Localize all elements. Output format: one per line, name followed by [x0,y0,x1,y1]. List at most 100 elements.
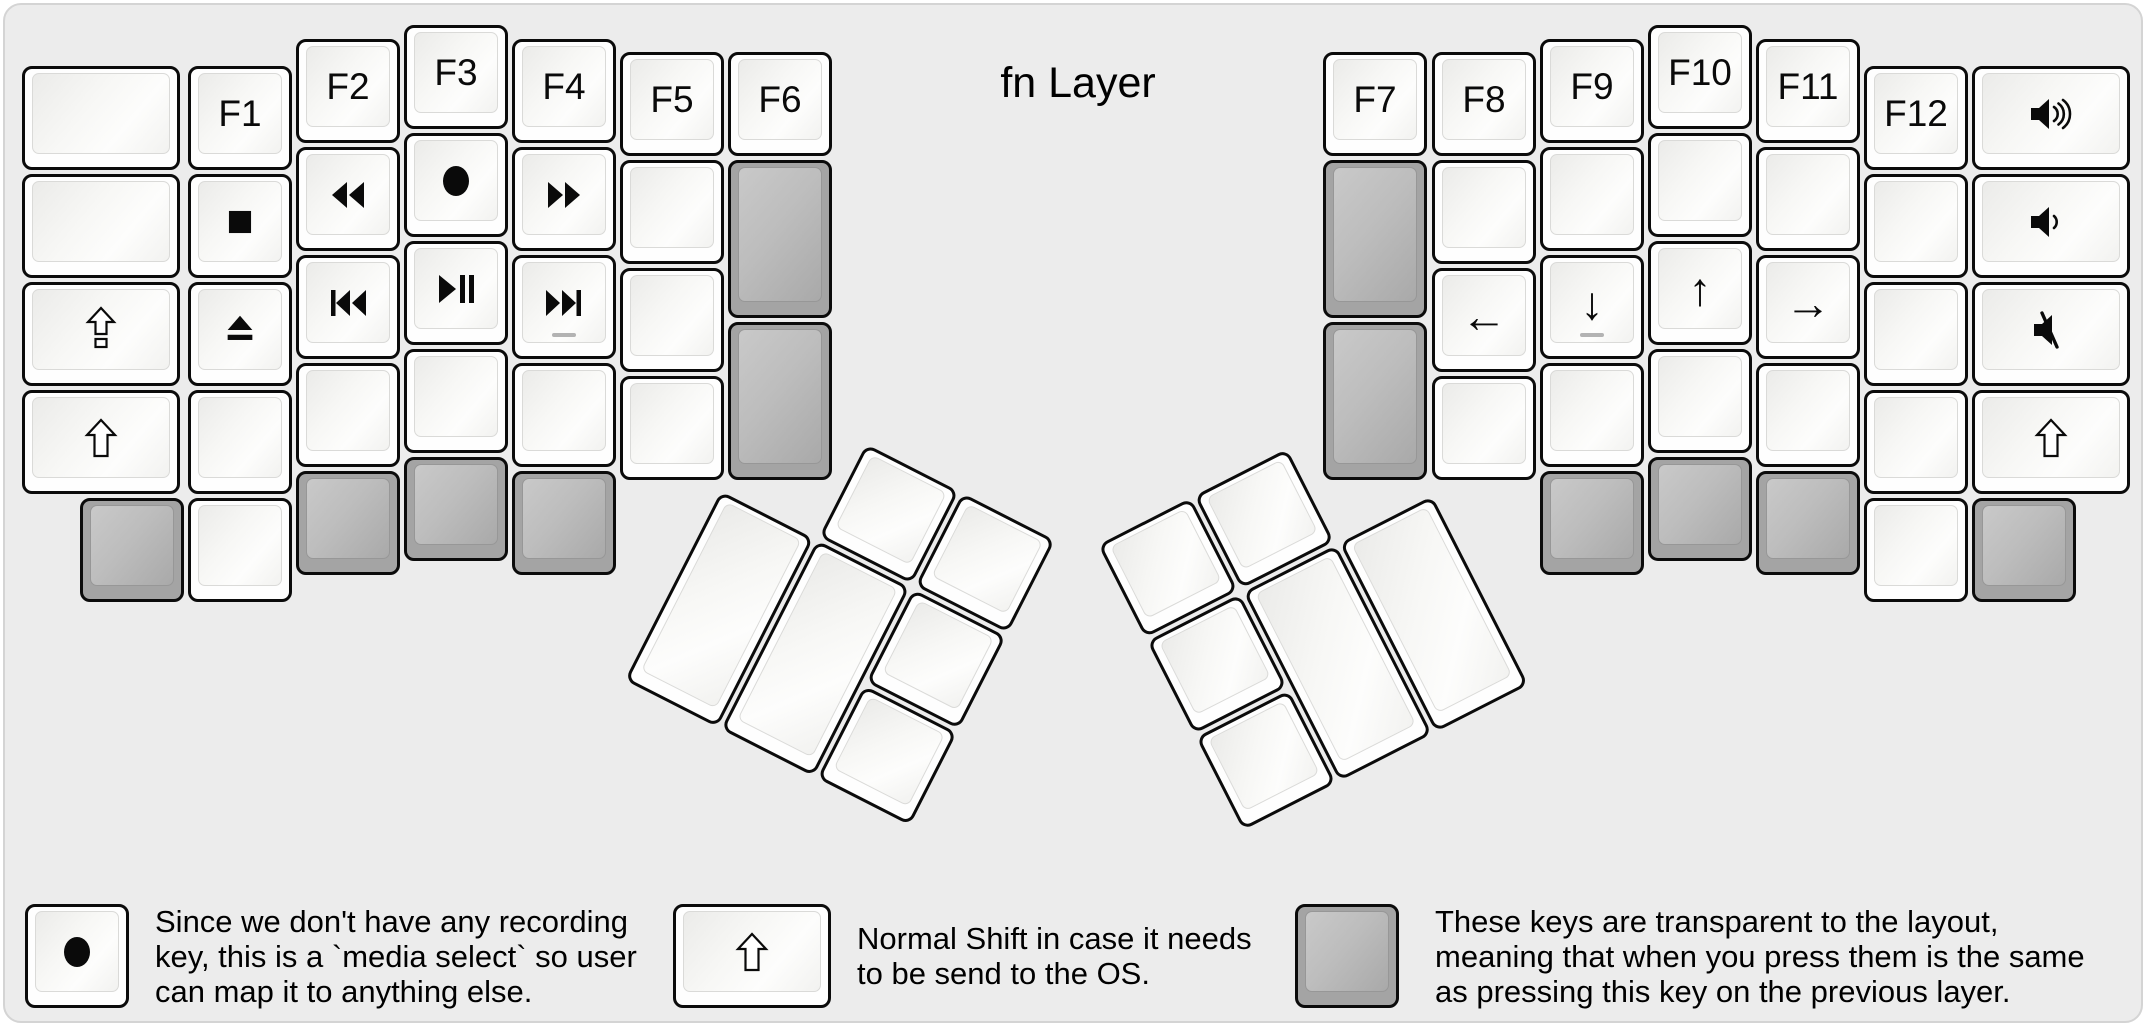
key-blank[interactable] [1540,363,1644,467]
key-label: F8 [1462,79,1506,120]
key-caps-lock[interactable] [22,282,180,386]
keycap-surface [738,167,822,302]
key-f3[interactable]: F3 [404,25,508,129]
key-transparent[interactable] [1648,457,1752,561]
key-eject[interactable] [188,282,292,386]
legend-text-legend-transparent: These keys are transparent to the layout… [1435,903,2085,1009]
key-next-track[interactable] [512,255,616,359]
key-f2[interactable]: F2 [296,39,400,143]
key-blank[interactable] [620,376,724,480]
key-transparent[interactable] [728,160,832,318]
keycap-surface [1442,383,1526,464]
key-arrow-left[interactable]: ← [1432,268,1536,372]
rewind-icon [332,181,364,208]
key-blank[interactable] [1864,390,1968,494]
legend-key-legend-transparent [1295,904,1399,1008]
key-transparent[interactable] [1756,471,1860,575]
key-transparent[interactable] [728,322,832,480]
key-f12[interactable]: F12 [1864,66,1968,170]
key-transparent[interactable] [1972,498,2076,602]
key-transparent[interactable] [80,498,184,602]
keycap-surface: ↑ [1658,248,1742,329]
key-blank[interactable] [404,349,508,453]
key-blank[interactable] [296,363,400,467]
key-blank[interactable] [620,160,724,264]
keycap-surface [198,397,282,478]
legend-text-legend-shift: Normal Shift in case it needs to be send… [857,921,1252,991]
keycap-surface [198,289,282,370]
key-rewind[interactable] [296,147,400,251]
key-blank[interactable] [1432,160,1536,264]
key-blank[interactable] [1864,282,1968,386]
key-transparent[interactable] [1540,471,1644,575]
key-f4[interactable]: F4 [512,39,616,143]
key-volume-up[interactable] [1972,66,2130,170]
keycap-surface [1442,167,1526,248]
key-arrow-down[interactable]: ↓ [1540,255,1644,359]
key-mute[interactable] [1972,282,2130,386]
keycap-surface [1874,505,1958,586]
key-blank[interactable] [1864,498,1968,602]
key-blank[interactable] [620,268,724,372]
volume-down-icon [2031,206,2058,237]
key-transparent[interactable] [296,471,400,575]
key-transparent[interactable] [1323,160,1427,318]
key-transparent[interactable] [404,457,508,561]
key-arrow-right[interactable]: → [1756,255,1860,359]
key-f10[interactable]: F10 [1648,25,1752,129]
keycap-surface [630,275,714,356]
key-f1[interactable]: F1 [188,66,292,170]
keycap-surface [90,505,174,586]
key-blank[interactable] [22,66,180,170]
key-f6[interactable]: F6 [728,52,832,156]
key-prev-track[interactable] [296,255,400,359]
key-transparent[interactable] [512,471,616,575]
key-f5[interactable]: F5 [620,52,724,156]
key-blank[interactable] [1648,349,1752,453]
homing-dash [1580,333,1604,337]
keycap-surface [306,478,390,559]
keycap-surface [1766,370,1850,451]
key-shift-right[interactable] [1972,390,2130,494]
key-f11[interactable]: F11 [1756,39,1860,143]
key-blank[interactable] [1864,174,1968,278]
key-blank[interactable] [188,390,292,494]
key-blank[interactable] [22,174,180,278]
keycap-surface [198,505,282,586]
key-blank[interactable] [1648,133,1752,237]
keycap-surface: F11 [1766,46,1850,127]
key-blank[interactable] [512,363,616,467]
key-play-pause[interactable] [404,241,508,345]
key-blank[interactable] [1432,376,1536,480]
keycap-surface [1982,505,2066,586]
key-shift-left[interactable] [22,390,180,494]
key-label: → [1785,276,1831,329]
key-label: F10 [1668,52,1732,93]
key-f8[interactable]: F8 [1432,52,1536,156]
keycap-surface [1333,329,1417,464]
key-blank[interactable] [188,498,292,602]
keycap-surface: F9 [1550,46,1634,127]
key-f7[interactable]: F7 [1323,52,1427,156]
shift-icon [2034,417,2068,457]
next-track-icon [546,289,581,316]
keycap-surface [414,248,498,329]
key-f9[interactable]: F9 [1540,39,1644,143]
keycap-surface [1658,140,1742,221]
key-arrow-up[interactable]: ↑ [1648,241,1752,345]
key-stop[interactable] [188,174,292,278]
keycap-surface [414,464,498,545]
key-blank[interactable] [1756,147,1860,251]
keycap-surface [1766,478,1850,559]
key-label: F4 [542,66,586,107]
key-blank[interactable] [1540,147,1644,251]
keycap-surface [1305,911,1389,992]
key-media-select[interactable] [404,133,508,237]
key-label: F7 [1353,79,1397,120]
key-transparent[interactable] [1323,322,1427,480]
key-volume-down[interactable] [1972,174,2130,278]
keycap-surface [414,140,498,221]
key-blank[interactable] [1756,363,1860,467]
key-fast-forward[interactable] [512,147,616,251]
